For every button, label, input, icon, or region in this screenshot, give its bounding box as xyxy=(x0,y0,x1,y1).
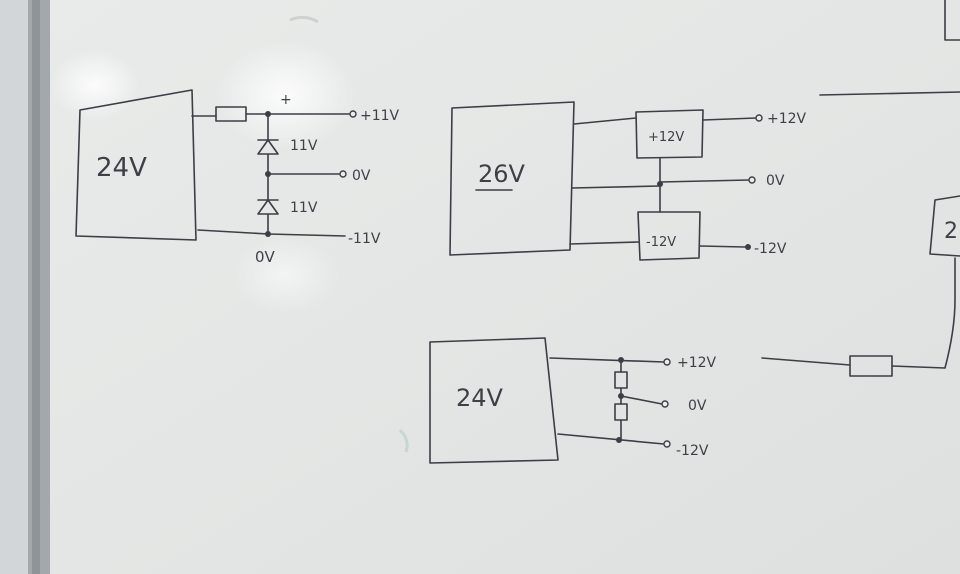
regulator-neg xyxy=(637,211,701,261)
label-out-pos-left: +11V xyxy=(360,108,400,124)
supply-label-right: 26V xyxy=(478,160,526,188)
supply-box-left xyxy=(75,89,197,241)
terminal-pos-right xyxy=(755,114,763,122)
zener-label-bottom: 11V xyxy=(290,200,318,216)
label-out-pos-bottom: +12V xyxy=(677,355,717,371)
circuit-left: 24V + +11V 11V 0V 11V -11V 0V xyxy=(75,89,400,266)
label-out-neg-right: -12V xyxy=(754,241,787,257)
regulator-neg-label: -12V xyxy=(646,235,676,250)
terminal-mid-bottom xyxy=(661,400,669,408)
terminal-neg-right xyxy=(745,244,751,250)
ground-label-left: 0V xyxy=(255,248,276,266)
smudge xyxy=(289,15,319,24)
terminal-neg-bottom xyxy=(663,440,671,448)
edge-box-top xyxy=(944,0,960,41)
edge-supply-box xyxy=(929,195,960,257)
supply-box-right xyxy=(449,101,575,256)
terminal-mid-right xyxy=(748,176,756,184)
zener-diode-bottom xyxy=(257,199,279,235)
label-out-neg-bottom: -12V xyxy=(676,443,709,459)
label-out-pos-right: +12V xyxy=(767,111,807,127)
regulator-pos xyxy=(635,109,704,159)
circuit-bottom: 24V +12V 0V -12V xyxy=(429,337,717,464)
edge-supply-label: 2 xyxy=(944,219,958,244)
light-glare xyxy=(215,40,355,150)
circuit-right: 26V +12V +12V 0V -12V -12V xyxy=(449,101,807,261)
label-out-mid-left: 0V xyxy=(352,168,371,184)
terminal-pos-left xyxy=(349,110,357,118)
plus-mark: + xyxy=(280,92,292,108)
supply-label-left: 24V xyxy=(96,153,147,183)
zener-label-top: 11V xyxy=(290,138,318,154)
label-out-neg-left: -11V xyxy=(348,231,381,247)
terminal-pos-bottom xyxy=(663,358,671,366)
regulator-pos-label: +12V xyxy=(648,130,684,145)
terminal-mid-left xyxy=(339,170,347,178)
whiteboard-surface xyxy=(50,0,960,574)
circuit-edge: 2 xyxy=(761,195,960,377)
supply-label-bottom: 24V xyxy=(456,384,504,412)
supply-box-bottom xyxy=(429,337,559,464)
label-out-mid-bottom: 0V xyxy=(688,398,707,414)
label-out-mid-right: 0V xyxy=(766,173,785,189)
